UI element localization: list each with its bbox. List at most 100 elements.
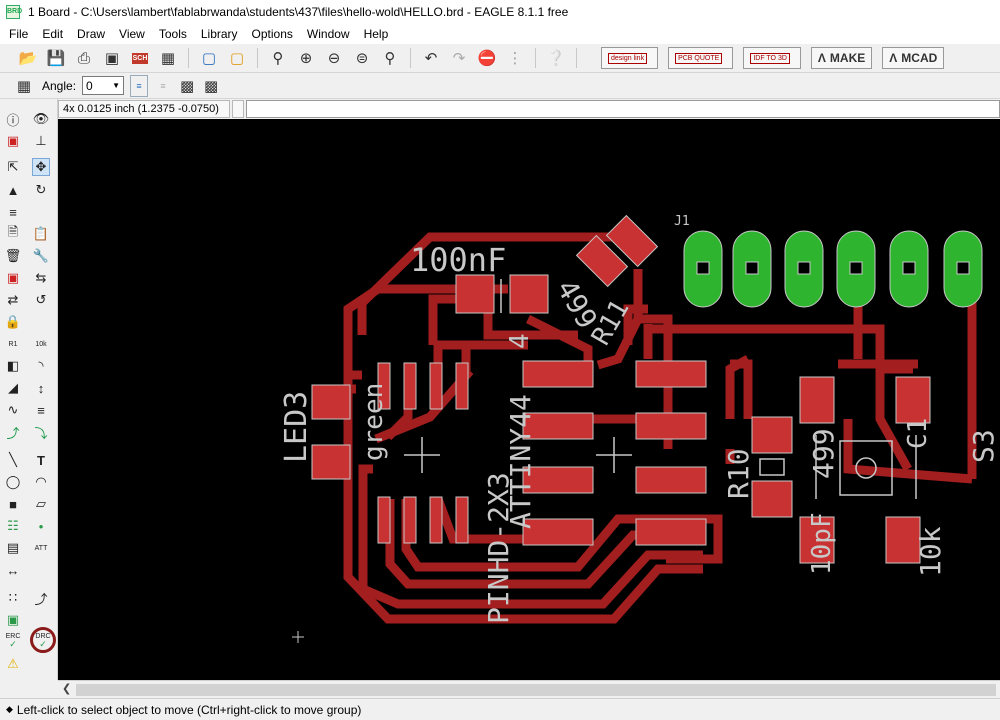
menu-library[interactable]: Library — [200, 27, 238, 41]
split-icon[interactable]: ◢ — [8, 380, 18, 395]
menu-options[interactable]: Options — [251, 27, 293, 41]
scroll-left-icon[interactable]: ❮ — [62, 683, 72, 695]
switch-to-schematic-button[interactable]: SCH — [128, 47, 152, 69]
ulp-icon[interactable]: ▢ — [229, 50, 245, 67]
j1-drill-1 — [696, 261, 710, 275]
errors-warning-icon[interactable]: ⚠ — [7, 656, 19, 671]
layer-icon[interactable]: ▣ — [6, 133, 20, 148]
board-canvas[interactable]: J1 — [58, 119, 1000, 680]
text-icon[interactable]: T — [37, 452, 45, 468]
meander-icon[interactable]: ∿ — [7, 402, 19, 417]
polygon-icon[interactable]: ▱ — [36, 496, 46, 511]
select-icon[interactable]: ⇱ — [7, 159, 19, 174]
pcb-quote-button[interactable]: PCB QUOTE — [668, 47, 734, 69]
layer-settings-icon[interactable]: ▦ — [16, 77, 32, 95]
stop-icon[interactable]: ⛔ — [477, 50, 497, 67]
hole-icon[interactable]: ▣ — [6, 612, 20, 627]
s3-body-silk — [839, 440, 893, 496]
wire-icon[interactable]: ╲ — [9, 452, 17, 467]
j1-drill-5 — [902, 261, 916, 275]
zoom-in-icon[interactable]: ⊕ — [299, 50, 313, 67]
menu-help[interactable]: Help — [363, 27, 389, 41]
erc-button[interactable]: ERC ✓ — [4, 631, 22, 649]
mark-icon[interactable]: ⊥ — [35, 133, 47, 148]
menu-file[interactable]: File — [9, 27, 29, 41]
rotate-icon[interactable]: ↻ — [35, 182, 47, 197]
toolbar-divider — [535, 48, 536, 68]
move-icon[interactable]: ✥ — [32, 158, 50, 176]
c2-name-label: C1 — [903, 418, 933, 449]
mirror-icon[interactable]: ▲ — [6, 182, 20, 198]
go-icon[interactable]: ⋮ — [507, 50, 523, 67]
ratsnest-icon[interactable]: ∷ — [8, 590, 18, 605]
idf-to-3d-button[interactable]: IDF TO 3D — [743, 47, 801, 69]
schematic-icon: SCH — [131, 52, 149, 64]
text-mirror-icon[interactable]: ≡ — [160, 80, 166, 91]
print-icon[interactable]: ⎙ — [77, 49, 90, 67]
align-icon[interactable]: ≡ — [9, 204, 17, 220]
show-icon[interactable]: 👁 — [32, 111, 50, 126]
drc-button[interactable]: DRC ✓ — [30, 627, 56, 653]
angle-select[interactable]: 0 ▼ — [82, 76, 125, 95]
command-history-button[interactable] — [232, 100, 244, 118]
optimize-icon[interactable]: ↕ — [37, 380, 45, 396]
add-part-icon[interactable]: ▣ — [6, 270, 20, 285]
dimension-icon[interactable]: ↔ — [6, 562, 20, 578]
smash-icon[interactable]: ◧ — [6, 358, 20, 373]
design-link-button[interactable]: design link — [601, 47, 659, 69]
paste-icon[interactable]: 📋 — [32, 226, 50, 241]
s3-pad-1 — [895, 376, 931, 424]
menu-edit[interactable]: Edit — [42, 27, 64, 41]
replace-icon[interactable]: ⇆ — [35, 270, 47, 285]
menu-view[interactable]: View — [119, 27, 145, 41]
open-file-icon[interactable]: 📂 — [18, 50, 38, 67]
script-icon[interactable]: ▢ — [201, 50, 217, 67]
slice-icon[interactable]: ≡ — [37, 402, 45, 418]
layers-icon[interactable]: ☷ — [7, 518, 19, 533]
menu-draw[interactable]: Draw — [77, 27, 106, 41]
zoom-fit-icon[interactable]: ⚲ — [272, 50, 284, 67]
zoom-out-icon[interactable]: ⊖ — [327, 50, 341, 67]
info-icon[interactable]: ⓘ — [6, 112, 20, 128]
arc-icon[interactable]: ◠ — [35, 474, 47, 489]
name-icon[interactable]: R1 — [8, 340, 18, 348]
attribute-icon[interactable]: ATT — [34, 544, 48, 552]
delete-icon[interactable]: 🗑 — [4, 248, 22, 263]
via-icon[interactable]: ▤ — [6, 540, 20, 555]
save-icon[interactable]: 💾 — [46, 50, 66, 67]
redo-icon[interactable]: ↷ — [452, 50, 466, 67]
ic-pin-2 — [403, 362, 417, 410]
miter-icon[interactable]: ◝ — [38, 358, 44, 373]
mcad-button[interactable]: Λ MCAD — [882, 47, 945, 69]
ripup-icon[interactable]: ⤵ — [34, 425, 48, 441]
rectangle-icon[interactable]: ■ — [9, 496, 17, 512]
cam-processor-icon[interactable]: ▣ — [104, 50, 120, 67]
value-icon[interactable]: 10k — [35, 340, 47, 348]
menu-window[interactable]: Window — [306, 27, 350, 41]
header-package-label: PINHD-2X3 — [482, 472, 515, 624]
menu-tools[interactable]: Tools — [158, 27, 187, 41]
copy-icon[interactable]: 🗎 — [7, 224, 19, 239]
zoom-redraw-icon[interactable]: ⊜ — [355, 50, 369, 67]
scrollbar-track[interactable] — [76, 684, 996, 696]
wrench-icon[interactable]: 🔧 — [32, 248, 50, 263]
command-input[interactable] — [246, 100, 1000, 118]
help-icon[interactable]: ❔ — [546, 50, 566, 67]
zoom-select-icon[interactable]: ⚲ — [384, 50, 396, 67]
grid-align-2-icon[interactable]: ▩ — [203, 77, 219, 95]
make-button[interactable]: Λ MAKE — [810, 47, 873, 69]
text-spin-icon[interactable]: ≡ — [130, 74, 149, 97]
lock-group-icon[interactable]: ↺ — [35, 292, 47, 307]
grid-align-icon[interactable]: ▩ — [179, 77, 195, 95]
circle-icon[interactable]: ◯ — [5, 474, 21, 489]
horizontal-scrollbar[interactable]: ❮ — [58, 680, 1000, 698]
signal-icon[interactable]: • — [38, 518, 44, 534]
autodesk-icon: Λ — [817, 51, 826, 65]
library-icon[interactable]: ▦ — [160, 50, 176, 67]
ic-pin-6 — [403, 496, 417, 544]
swap-icon[interactable]: ⇄ — [7, 292, 19, 307]
autorouter-icon[interactable]: ⤴ — [34, 591, 48, 607]
undo-icon[interactable]: ↶ — [424, 50, 438, 67]
route-icon[interactable]: ⤴ — [6, 425, 20, 441]
lock-icon[interactable]: 🔒 — [4, 314, 22, 329]
